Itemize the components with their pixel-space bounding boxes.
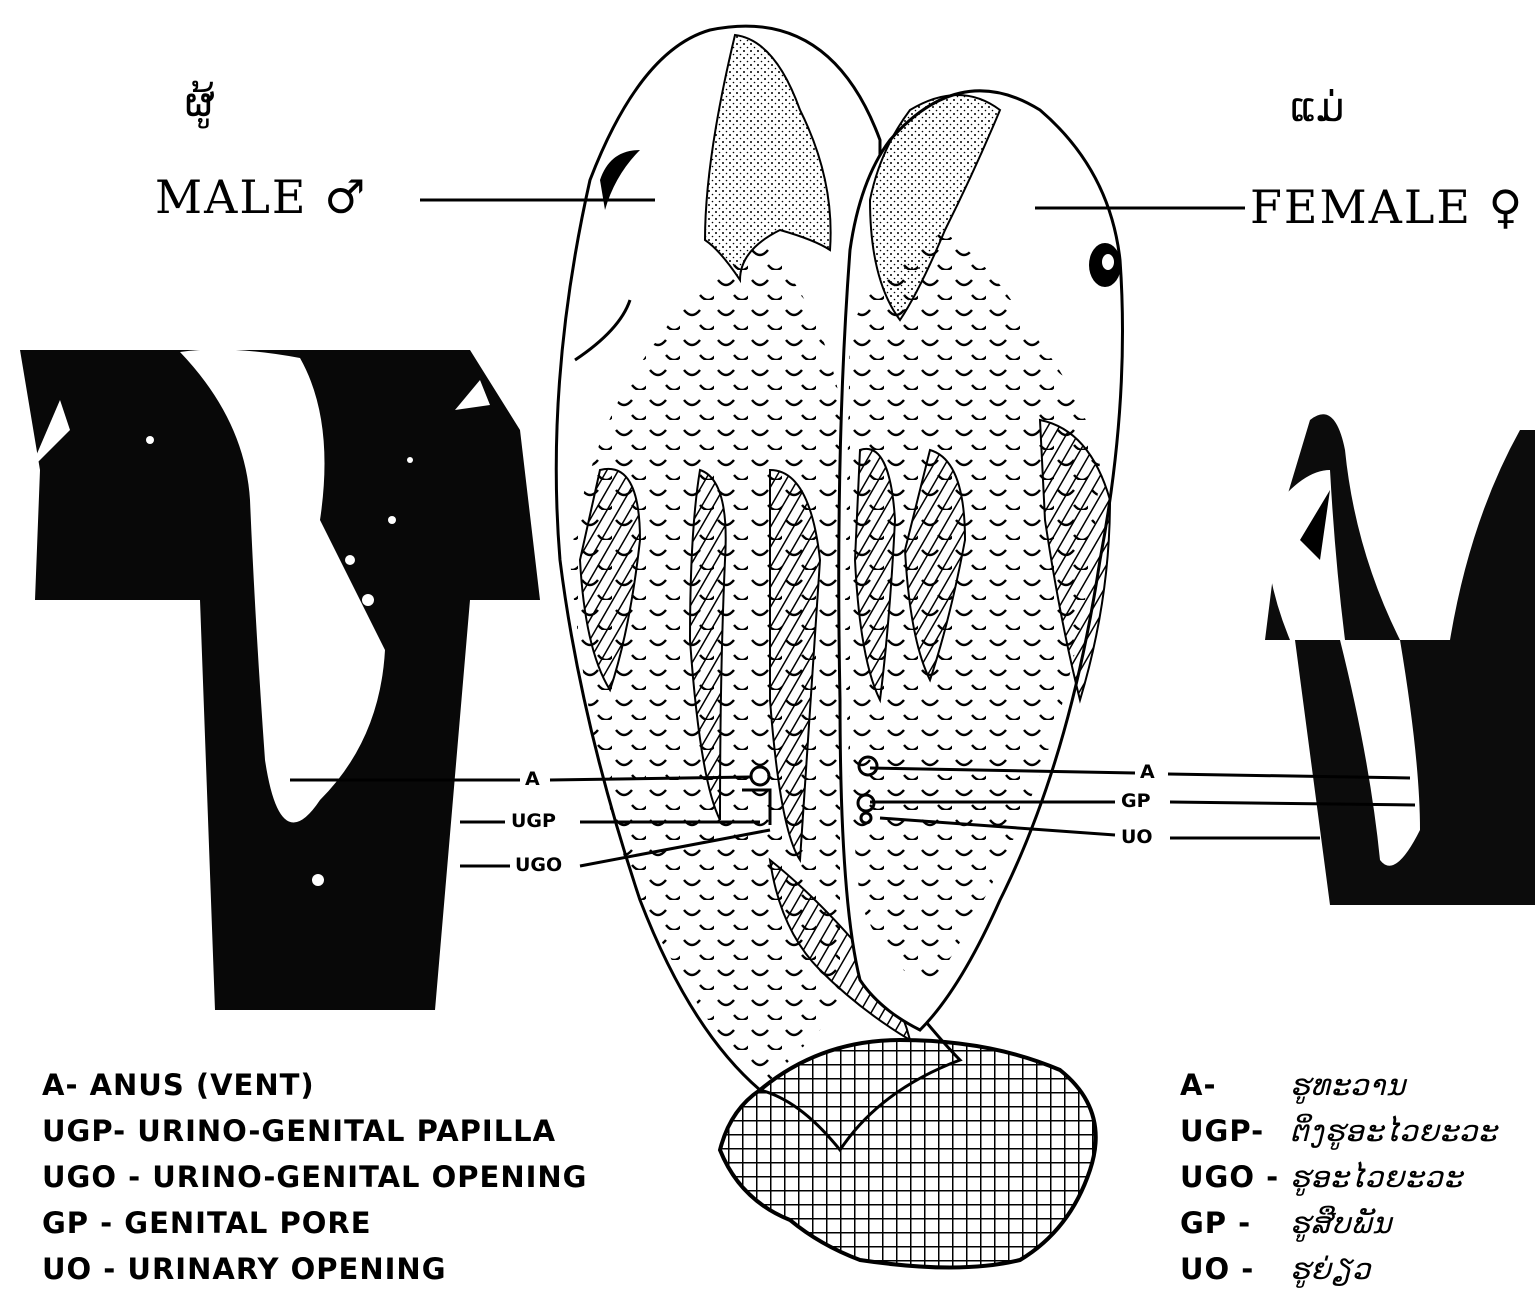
legend-row: UGP-ຕິ່ງຮູອະໄວຍະວະ: [1180, 1108, 1535, 1154]
legend-lao-text: ຮູສືບພັນ: [1290, 1200, 1392, 1246]
legend-row: A- ANUS (VENT): [42, 1062, 587, 1108]
male-point-label-a: A: [522, 768, 543, 790]
female-point-label-uo: UO: [1118, 826, 1156, 848]
male-point-label-ugp: UGP: [508, 810, 559, 832]
female-label: FEMALE: [1250, 180, 1472, 234]
legend-lao-text: ຮູອະໄວຍະວະ: [1290, 1154, 1463, 1200]
legend-abbr: UO -: [1180, 1246, 1290, 1292]
legend-lao-text: ຮູຍ່ຽວ: [1290, 1246, 1371, 1292]
male-title: MALE ♂: [155, 170, 367, 224]
legend-row: UO -ຮູຍ່ຽວ: [1180, 1246, 1535, 1292]
legend-row: UO - URINARY OPENING: [42, 1246, 587, 1292]
female-fish-drawing: [839, 91, 1123, 1030]
legend-row: GP -ຮູສືບພັນ: [1180, 1200, 1535, 1246]
legend-lao: A-ຮູທະວານ UGP-ຕິ່ງຮູອະໄວຍະວະ UGO -ຮູອະໄວ…: [1180, 1062, 1535, 1292]
legend-lao-text: ຮູທະວານ: [1290, 1062, 1406, 1108]
legend-lao-text: ຕິ່ງຮູອະໄວຍະວະ: [1290, 1108, 1498, 1154]
legend-row: UGO -ຮູອະໄວຍະວະ: [1180, 1154, 1535, 1200]
male-point-label-ugo: UGO: [512, 854, 565, 876]
legend-row: UGO - URINO-GENITAL OPENING: [42, 1154, 587, 1200]
male-lao-label: ຜູ້: [185, 80, 215, 126]
male-symbol-icon: ♂: [324, 170, 367, 224]
legend-row: GP - GENITAL PORE: [42, 1200, 587, 1246]
legend-row: A-ຮູທະວານ: [1180, 1062, 1535, 1108]
female-lao-label: ແມ່: [1290, 85, 1344, 131]
male-papilla-photo: [20, 350, 540, 1010]
female-point-label-a: A: [1137, 761, 1158, 783]
female-title: FEMALE ♀: [1250, 180, 1524, 234]
legend-abbr: GP -: [1180, 1200, 1290, 1246]
legend-abbr: UGP-: [1180, 1108, 1290, 1154]
legend-abbr: UGO -: [1180, 1154, 1290, 1200]
male-label: MALE: [155, 170, 307, 224]
female-papilla-photo: [1265, 414, 1535, 905]
legend-row: UGP- URINO-GENITAL PAPILLA: [42, 1108, 587, 1154]
female-point-label-gp: GP: [1118, 790, 1154, 812]
legend-abbr: A-: [1180, 1062, 1290, 1108]
legend-english: A- ANUS (VENT) UGP- URINO-GENITAL PAPILL…: [42, 1062, 587, 1292]
female-symbol-icon: ♀: [1489, 180, 1525, 234]
